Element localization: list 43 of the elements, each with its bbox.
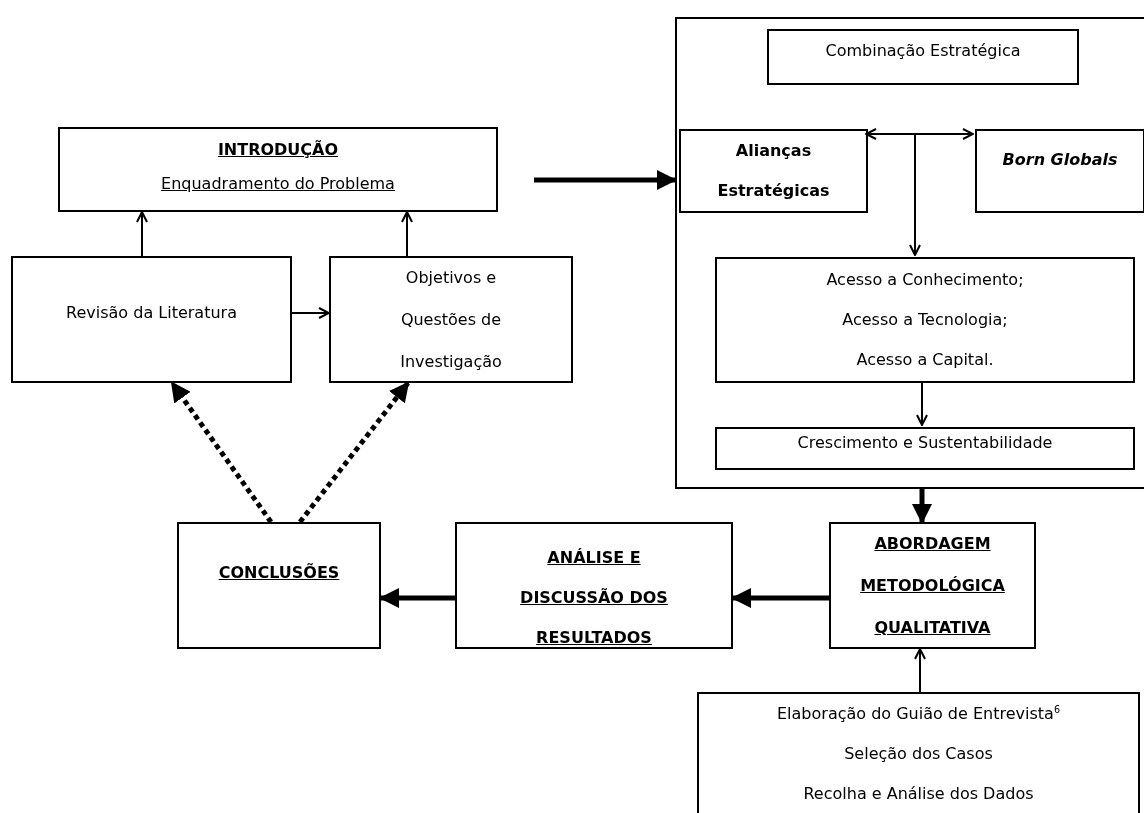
box-label: Revisão da Literatura — [66, 302, 237, 324]
process-box — [329, 256, 573, 383]
box-label: Acesso a Conhecimento; — [826, 269, 1024, 291]
arrow — [298, 381, 410, 524]
box-label: Enquadramento do Problema — [161, 173, 395, 195]
process-box — [679, 129, 868, 213]
arrow — [865, 128, 974, 140]
arrow — [909, 133, 921, 256]
arrow — [169, 381, 274, 524]
process-box — [697, 692, 1140, 813]
box-label: CONCLUSÕES — [218, 562, 340, 584]
box-label: INTRODUÇÃO — [217, 139, 339, 161]
box-label: Elaboração do Guião de Entrevista$^{6}$ — [777, 702, 1060, 725]
process-box — [455, 522, 733, 649]
box-label: Seleção dos Casos — [844, 743, 993, 765]
box-label: Born Globals — [1002, 149, 1118, 171]
arrow — [291, 307, 330, 319]
arrow — [914, 648, 926, 693]
process-box — [11, 256, 292, 383]
process-box — [767, 29, 1079, 85]
arrow — [534, 170, 677, 190]
arrow — [401, 211, 413, 257]
process-box — [715, 427, 1135, 470]
box-label: ANÁLISE E DISCUSSÃO DOS RESULTADOS — [519, 547, 669, 649]
arrow — [136, 211, 148, 257]
box-label: Recolha e Análise dos Dados — [803, 783, 1034, 805]
frame-box — [675, 17, 1144, 489]
arrow — [379, 588, 455, 608]
process-box — [58, 127, 498, 212]
process-box — [715, 257, 1135, 383]
arrow — [916, 380, 928, 426]
arrow — [731, 588, 829, 608]
process-box — [829, 522, 1036, 649]
box-label: Acesso a Tecnologia; — [842, 309, 1008, 331]
box-label: Acesso a Capital. — [856, 349, 994, 371]
box-label: Alianças Estratégicas — [716, 140, 831, 202]
box-label: Objetivos e Questões de Investigação — [399, 266, 503, 373]
arrow — [912, 489, 932, 524]
box-label: Combinação Estratégica — [825, 40, 1021, 62]
process-box — [975, 129, 1144, 213]
box-label: Crescimento e Sustentabilidade — [797, 432, 1053, 454]
process-box — [177, 522, 381, 649]
box-label: ABORDAGEM METODOLÓGICA QUALITATIVA — [859, 532, 1006, 639]
